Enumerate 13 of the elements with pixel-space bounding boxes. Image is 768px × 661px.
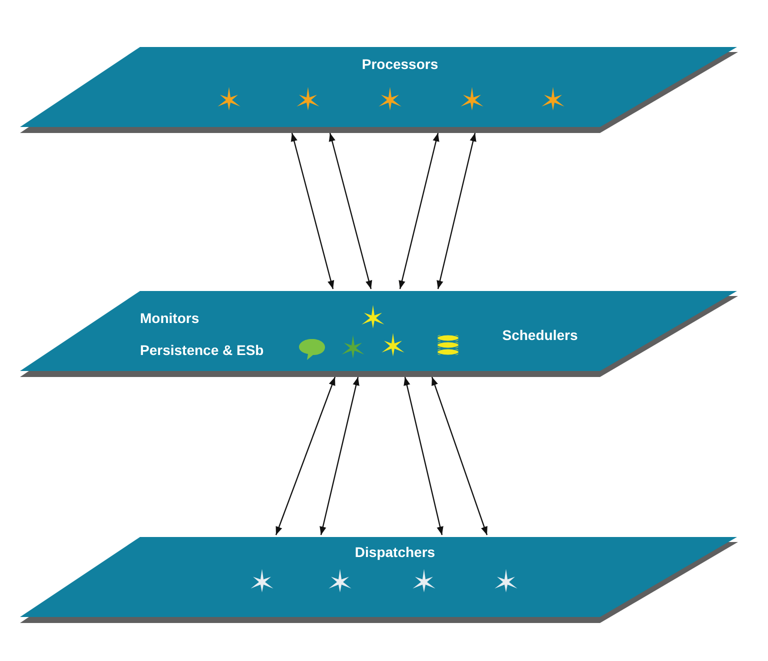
double-arrow — [398, 132, 440, 290]
double-arrow — [431, 376, 488, 536]
double-arrow — [320, 376, 360, 536]
double-arrow — [275, 376, 336, 536]
layer-title: Processors — [362, 56, 438, 72]
layer-title: Dispatchers — [354, 544, 436, 560]
double-arrow — [328, 132, 372, 290]
double-arrow — [436, 132, 476, 290]
double-arrow — [290, 132, 334, 290]
layer-label: Persistence & ESb — [140, 342, 264, 358]
layer-label: Schedulers — [502, 327, 578, 343]
layer-label: Monitors — [140, 310, 200, 326]
double-arrow — [404, 376, 444, 536]
